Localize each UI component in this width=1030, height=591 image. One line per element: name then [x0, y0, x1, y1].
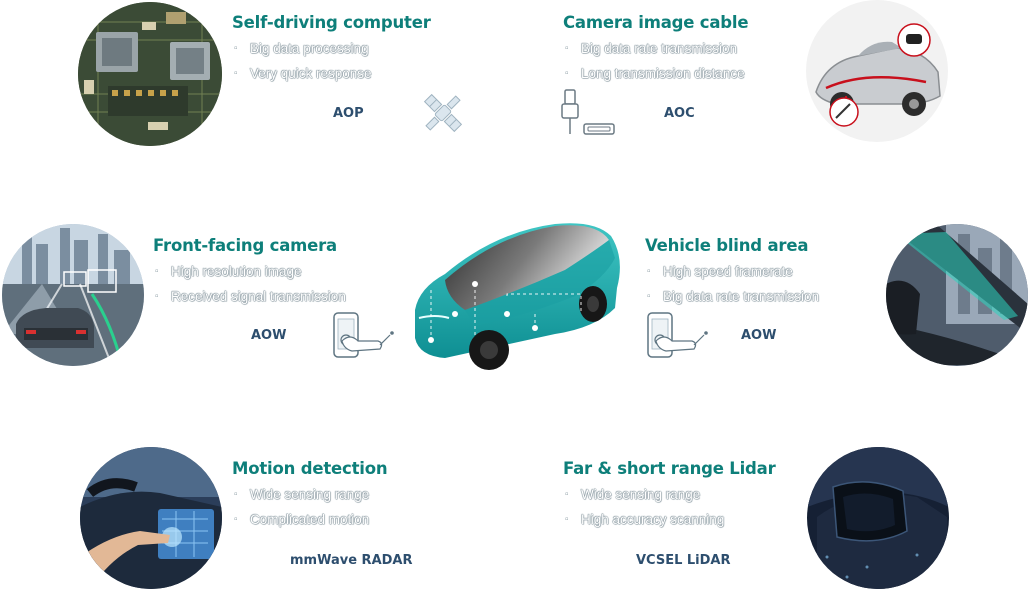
front-camera-block: Front-facing camera ▫High resolution ima… [153, 236, 346, 312]
camera-cable-title: Camera image cable [563, 13, 749, 32]
list-item: ▫High speed framerate [647, 264, 793, 279]
list-item: ▫Long transmission distance [565, 66, 745, 81]
list-item: ▫High accuracy scanning [565, 512, 725, 527]
lidar-sensor-icon [807, 447, 949, 589]
list-item: ▫Big data rate transmission [565, 41, 738, 56]
blind-area-block: Vehicle blind area ▫High speed framerate… [645, 236, 819, 312]
lidar-block: Far & short range Lidar ▫Wide sensing ra… [563, 459, 776, 535]
motion-block: Motion detection ▫Wide sensing range ▫Co… [232, 459, 388, 535]
camera-cable-block: Camera image cable ▫Big data rate transm… [563, 13, 749, 89]
usb-cable-icon [556, 88, 618, 138]
self-driving-title: Self-driving computer [232, 13, 431, 32]
list-item: ▫High resolution image [155, 264, 302, 279]
list-item: ▫Big data processing [234, 41, 369, 56]
phone-touch-icon [642, 311, 712, 361]
vcsel-lidar-tag: VCSEL LiDAR [636, 553, 731, 568]
satellite-icon [418, 88, 468, 138]
list-item: ▫Very quick response [234, 66, 372, 81]
aop-tag: AOP [333, 106, 364, 121]
list-item: ▫Wide sensing range [234, 487, 370, 502]
center-car-icon [405, 218, 627, 378]
self-driving-block: Self-driving computer ▫Big data processi… [232, 13, 431, 89]
list-item: ▫Complicated motion [234, 512, 370, 527]
list-item: ▫Wide sensing range [565, 487, 701, 502]
mmwave-radar-tag: mmWave RADAR [290, 553, 413, 568]
front-camera-title: Front-facing camera [153, 236, 337, 255]
list-item: ▫Received signal transmission [155, 289, 346, 304]
city-road-icon [2, 224, 144, 366]
circuit-board-icon [78, 2, 222, 146]
aow-tag-front: AOW [251, 328, 287, 343]
aoc-tag: AOC [664, 106, 695, 121]
motion-title: Motion detection [232, 459, 388, 478]
hand-touchscreen-icon [80, 447, 222, 589]
car-cutaway-icon [806, 0, 948, 142]
car-pillar-icon [886, 224, 1028, 366]
lidar-title: Far & short range Lidar [563, 459, 776, 478]
phone-touch-icon [328, 311, 398, 361]
list-item: ▫Big data rate transmission [647, 289, 820, 304]
aow-tag-blind: AOW [741, 328, 777, 343]
blind-area-title: Vehicle blind area [645, 236, 809, 255]
